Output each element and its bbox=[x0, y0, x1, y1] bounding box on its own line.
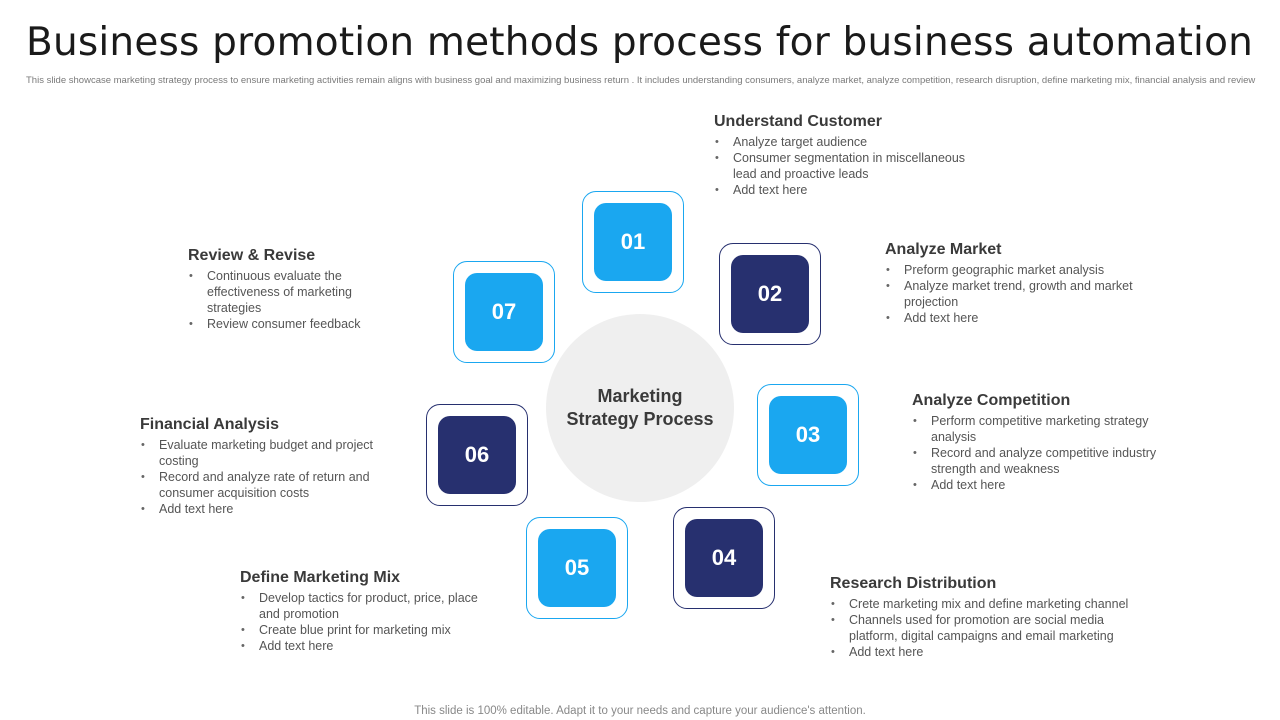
bullet-list: Develop tactics for product, price, plac… bbox=[240, 590, 480, 654]
bullet-item: Add text here bbox=[714, 182, 984, 198]
bullet-item: Develop tactics for product, price, plac… bbox=[240, 590, 480, 622]
bullet-item: Add text here bbox=[140, 501, 380, 517]
step-node-03-fill: 03 bbox=[769, 396, 847, 474]
bullet-item: Analyze target audience bbox=[714, 134, 984, 150]
step-node-06-fill: 06 bbox=[438, 416, 516, 494]
bullet-item: Add text here bbox=[830, 644, 1130, 660]
step-node-03: 03 bbox=[757, 384, 859, 486]
bullet-item: Perform competitive marketing strategy a… bbox=[912, 413, 1182, 445]
step-title: Analyze Competition bbox=[912, 392, 1071, 409]
step-number-05: 05 bbox=[564, 555, 590, 580]
bullet-list: Perform competitive marketing strategy a… bbox=[912, 413, 1182, 493]
bullet-list: Preform geographic market analysis Analy… bbox=[885, 262, 1135, 326]
bullet-list: Crete marketing mix and define marketing… bbox=[830, 596, 1130, 660]
bullet-list: Evaluate marketing budget and project co… bbox=[140, 437, 380, 517]
bullet-item: Add text here bbox=[240, 638, 480, 654]
step-node-02: 02 bbox=[719, 243, 821, 345]
step-number-03: 03 bbox=[795, 422, 821, 447]
step-node-05-fill: 05 bbox=[538, 529, 616, 607]
bullet-item: Consumer segmentation in miscellaneous l… bbox=[714, 150, 984, 182]
step-node-07: 07 bbox=[453, 261, 555, 363]
bullet-item: Record and analyze rate of return and co… bbox=[140, 469, 380, 501]
step-title: Review & Revise bbox=[188, 247, 316, 264]
step-number-06: 06 bbox=[464, 442, 490, 467]
bullet-item: Crete marketing mix and define marketing… bbox=[830, 596, 1130, 612]
step-understand-customer: Understand Customer Analyze target audie… bbox=[714, 113, 984, 198]
step-node-04-fill: 04 bbox=[685, 519, 763, 597]
bullet-list: Continuous evaluate the effectiveness of… bbox=[188, 268, 388, 332]
step-node-04: 04 bbox=[673, 507, 775, 609]
step-analyze-market: Analyze Market Preform geographic market… bbox=[885, 241, 1135, 326]
step-review-revise: Review & Revise Continuous evaluate the … bbox=[188, 247, 388, 332]
footer-note: This slide is 100% editable. Adapt it to… bbox=[414, 705, 866, 717]
slide-subtitle: This slide showcase marketing strategy p… bbox=[26, 75, 1256, 86]
bullet-item: Record and analyze competitive industry … bbox=[912, 445, 1182, 477]
step-research-distribution: Research Distribution Crete marketing mi… bbox=[830, 575, 1130, 660]
step-define-marketing-mix: Define Marketing Mix Develop tactics for… bbox=[240, 569, 480, 654]
slide-title: Business promotion methods process for b… bbox=[26, 20, 1254, 65]
step-number-04: 04 bbox=[711, 545, 737, 570]
bullet-item: Create blue print for marketing mix bbox=[240, 622, 480, 638]
center-label: Marketing Strategy Process bbox=[566, 386, 714, 429]
step-title: Financial Analysis bbox=[140, 416, 280, 433]
bullet-item: Preform geographic market analysis bbox=[885, 262, 1135, 278]
bullet-item: Add text here bbox=[885, 310, 1135, 326]
bullet-item: Evaluate marketing budget and project co… bbox=[140, 437, 380, 469]
step-number-07: 07 bbox=[491, 299, 517, 324]
bullet-item: Continuous evaluate the effectiveness of… bbox=[188, 268, 388, 316]
step-node-07-fill: 07 bbox=[465, 273, 543, 351]
bullet-item: Review consumer feedback bbox=[188, 316, 388, 332]
step-financial-analysis: Financial Analysis Evaluate marketing bu… bbox=[140, 416, 380, 517]
step-number-02: 02 bbox=[757, 281, 783, 306]
step-node-02-fill: 02 bbox=[731, 255, 809, 333]
bullet-item: Add text here bbox=[912, 477, 1182, 493]
step-title: Analyze Market bbox=[885, 241, 1002, 258]
step-analyze-competition: Analyze Competition Perform competitive … bbox=[912, 392, 1182, 493]
center-circle: Marketing Strategy Process bbox=[546, 314, 734, 502]
bullet-item: Analyze market trend, growth and market … bbox=[885, 278, 1135, 310]
bullet-list: Analyze target audience Consumer segment… bbox=[714, 134, 984, 198]
bullet-item: Channels used for promotion are social m… bbox=[830, 612, 1130, 644]
step-node-05: 05 bbox=[526, 517, 628, 619]
step-node-01: 01 bbox=[582, 191, 684, 293]
step-title: Research Distribution bbox=[830, 575, 997, 592]
step-title: Understand Customer bbox=[714, 113, 883, 130]
step-number-01: 01 bbox=[620, 229, 646, 254]
step-title: Define Marketing Mix bbox=[240, 569, 401, 586]
step-node-06: 06 bbox=[426, 404, 528, 506]
step-node-01-fill: 01 bbox=[594, 203, 672, 281]
